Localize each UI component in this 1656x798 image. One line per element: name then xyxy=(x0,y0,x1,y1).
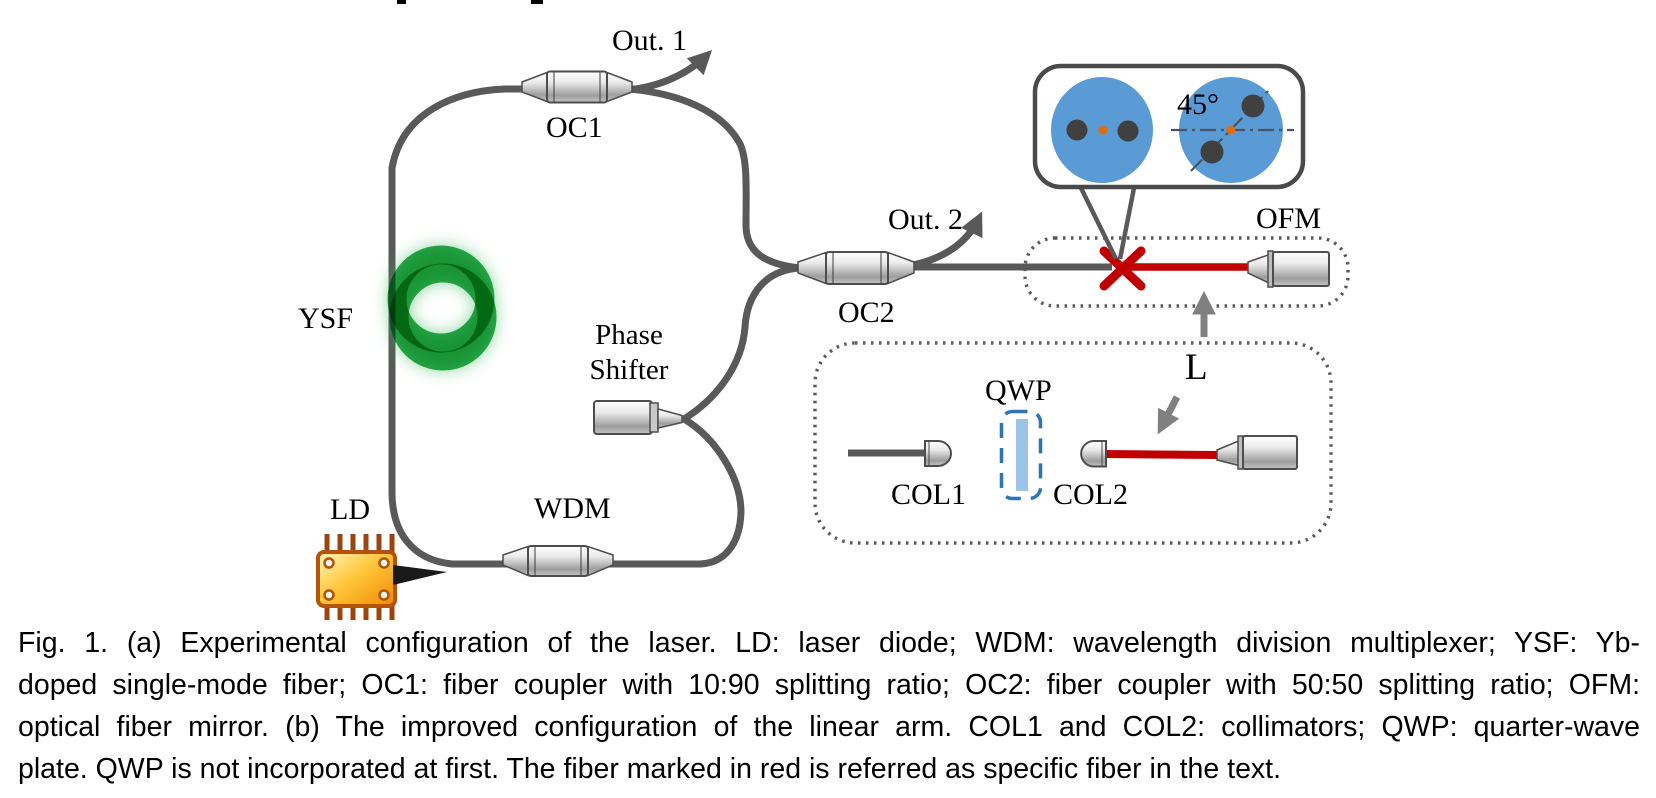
label-out2: Out. 2 xyxy=(888,203,963,236)
caption-line-1: Fig. 1. (a) Experimental configuration o… xyxy=(18,627,1640,659)
stress-rod-icon xyxy=(1117,120,1139,142)
label-col1: COL1 xyxy=(891,478,966,511)
ld-screw-hole xyxy=(323,589,335,601)
label-phase-shifter-line2: Shifter xyxy=(589,354,669,386)
label-out1: Out. 1 xyxy=(612,24,687,57)
stress-rod-icon xyxy=(1241,94,1265,118)
linear-arm-mirror xyxy=(1216,435,1298,470)
ld-pigtail xyxy=(393,565,447,585)
ld-screw-hole xyxy=(378,589,390,601)
stress-rod-icon xyxy=(1200,140,1224,164)
fiber-oc1-to-oc2 xyxy=(611,84,801,272)
ysf-coil xyxy=(387,245,497,371)
stress-rod-icon xyxy=(1066,119,1088,141)
specific-fiber-b xyxy=(1103,450,1219,459)
label-qwp: QWP xyxy=(985,374,1052,407)
label-phase-shifter: Phase Shifter xyxy=(573,318,685,388)
linear-arm-dotted-box xyxy=(813,341,1333,545)
ld-screw-hole xyxy=(323,557,335,569)
label-ysf: YSF xyxy=(298,302,354,335)
laser-diode xyxy=(316,534,447,620)
label-oc2: OC2 xyxy=(838,296,895,329)
label-45-degrees: 45° xyxy=(1177,88,1219,121)
ofm-device xyxy=(1247,250,1330,288)
fiber-core-icon xyxy=(1098,125,1108,135)
ofm-dotted-box xyxy=(1023,236,1350,308)
phase-shifter-device xyxy=(593,400,683,435)
ld-screw-hole xyxy=(378,557,390,569)
arrow-l-to-fiber xyxy=(1157,395,1181,435)
laser-setup-diagram xyxy=(316,49,1350,620)
label-ld: LD xyxy=(330,493,370,526)
fiber-out1-arrow xyxy=(635,49,713,93)
label-phase-shifter-line1: Phase xyxy=(595,319,663,351)
fiber-cross-section-callout xyxy=(1032,63,1306,260)
qwp-plate xyxy=(999,409,1043,501)
label-ofm: OFM xyxy=(1256,202,1322,235)
cropped-text-fragment xyxy=(531,0,543,4)
fiber-cross-section-left xyxy=(1051,77,1153,183)
label-wdm: WDM xyxy=(534,492,611,525)
col2-collimator xyxy=(1080,440,1107,468)
caption-line-3: optical fiber mirror. (b) The improved c… xyxy=(18,711,1640,743)
oc1-coupler xyxy=(521,70,633,104)
cropped-text-fragment xyxy=(397,0,406,4)
fiber-core-icon xyxy=(1226,125,1236,135)
fiber-cross-section-right xyxy=(1171,77,1294,183)
oc2-coupler xyxy=(797,251,915,285)
figure-caption: Fig. 1. (a) Experimental configuration o… xyxy=(18,622,1640,790)
label-col2: COL2 xyxy=(1053,478,1128,511)
callout-pointer xyxy=(1078,187,1137,260)
wdm-coupler xyxy=(502,545,614,577)
label-oc1: OC1 xyxy=(546,111,603,144)
label-fiber-length-l: L xyxy=(1185,347,1208,388)
caption-line-2: doped single-mode fiber; OC1: fiber coup… xyxy=(18,669,1640,701)
ring-fiber xyxy=(388,49,1112,568)
caption-line-4: plate. QWP is not incorporated at first.… xyxy=(18,753,1282,785)
fiber-ring-main xyxy=(388,85,856,568)
col1-collimator xyxy=(924,440,952,467)
splice-x-icon xyxy=(1099,246,1146,291)
